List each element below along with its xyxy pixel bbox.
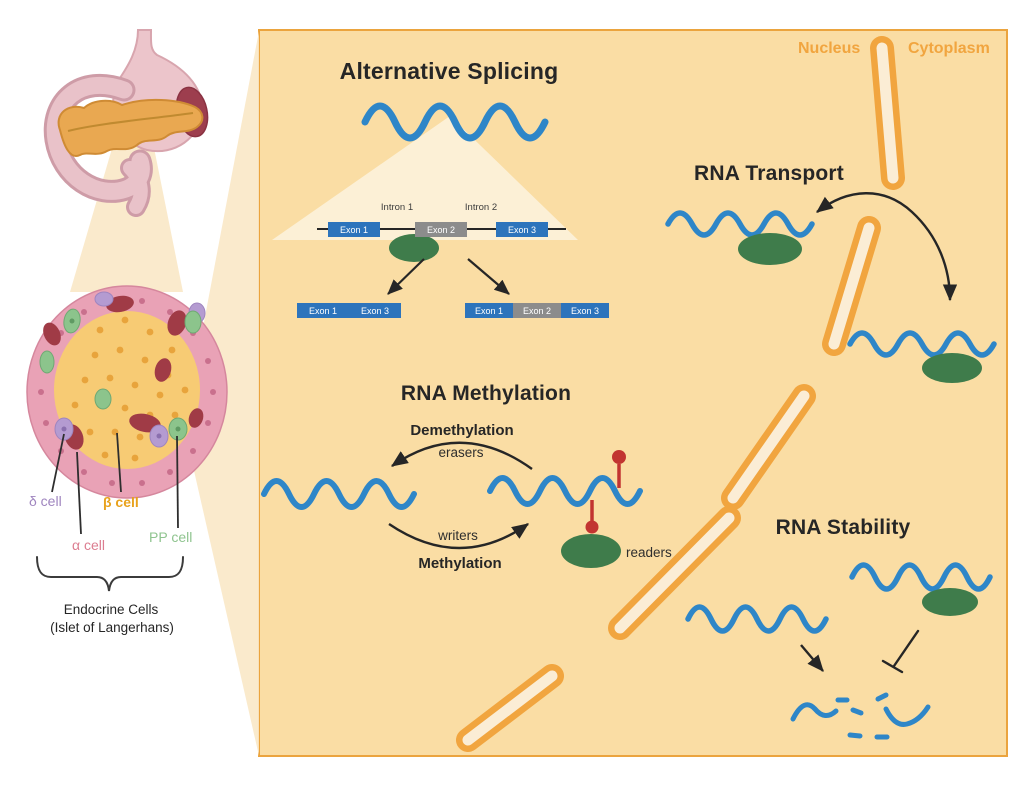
delta-cell-label: δ cell	[29, 493, 62, 509]
pancreatic-duct	[67, 112, 194, 132]
rna-stability-title: RNA Stability	[775, 516, 911, 539]
exon-box-3-label: Exon 3	[507, 224, 537, 235]
writers-label: writers	[438, 528, 478, 543]
cell-panel	[258, 29, 1008, 757]
spleen	[175, 86, 209, 138]
duodenum	[43, 74, 153, 217]
endocrine-caption-line1: Endocrine Cells	[63, 602, 159, 617]
exon-box-2: Exon 2	[415, 222, 467, 237]
rna-transport-title: RNA Transport	[694, 162, 844, 185]
pp-cells	[39, 308, 202, 441]
exon-box-1-label: Exon 1	[339, 224, 369, 235]
isoform2-exon1-box: Exon 1	[465, 303, 513, 318]
delta-cells	[54, 291, 206, 448]
magnification-beam-pancreas-to-islet	[70, 128, 183, 292]
isoform2-exon1-label: Exon 1	[474, 305, 504, 316]
beta-cell-label: β cell	[103, 494, 139, 510]
isoform2-exon2-box: Exon 2	[513, 303, 561, 318]
intron2-label: Intron 2	[464, 202, 498, 213]
exon-box-1: Exon 1	[328, 222, 380, 237]
magnification-beam-islet-to-panel	[192, 31, 259, 756]
islet-illustration	[26, 285, 228, 499]
isoform2-exon3-box: Exon 3	[561, 303, 609, 318]
pancreas	[57, 98, 204, 158]
rna-methylation-title: RNA Methylation	[400, 382, 572, 405]
alternative-splicing-title: Alternative Splicing	[339, 58, 559, 84]
alpha-cell-label: α cell	[72, 537, 105, 553]
exon-box-2-label: Exon 2	[426, 224, 456, 235]
intron1-label: Intron 1	[380, 202, 414, 213]
exon-box-3: Exon 3	[496, 222, 548, 237]
pp-cell-label: PP cell	[149, 529, 193, 545]
beta-cell-nuclei	[71, 316, 189, 462]
pancreas-illustration	[43, 29, 209, 217]
cytoplasm-label: Cytoplasm	[908, 40, 990, 57]
nucleus-label: Nucleus	[798, 40, 861, 57]
isoform1-bar: Exon 1 Exon 3	[297, 303, 401, 318]
methylation-label: Methylation	[418, 555, 502, 572]
erasers-label: erasers	[438, 445, 484, 460]
isoform2-exon3-label: Exon 3	[570, 305, 600, 316]
endocrine-caption-line2: (Islet of Langerhans)	[50, 620, 174, 635]
readers-label: readers	[626, 545, 672, 560]
brace	[36, 556, 184, 592]
alpha-cell-nuclei	[38, 298, 216, 486]
demethylation-label: Demethylation	[410, 422, 514, 439]
islet-capillaries	[43, 295, 204, 450]
stomach	[112, 29, 204, 153]
isoform2-exon2-label: Exon 2	[522, 305, 552, 316]
isoform1-exon3-label: Exon 3	[360, 305, 390, 316]
isoform1-exon1-label: Exon 1	[308, 305, 338, 316]
pointer-lines	[51, 432, 179, 535]
